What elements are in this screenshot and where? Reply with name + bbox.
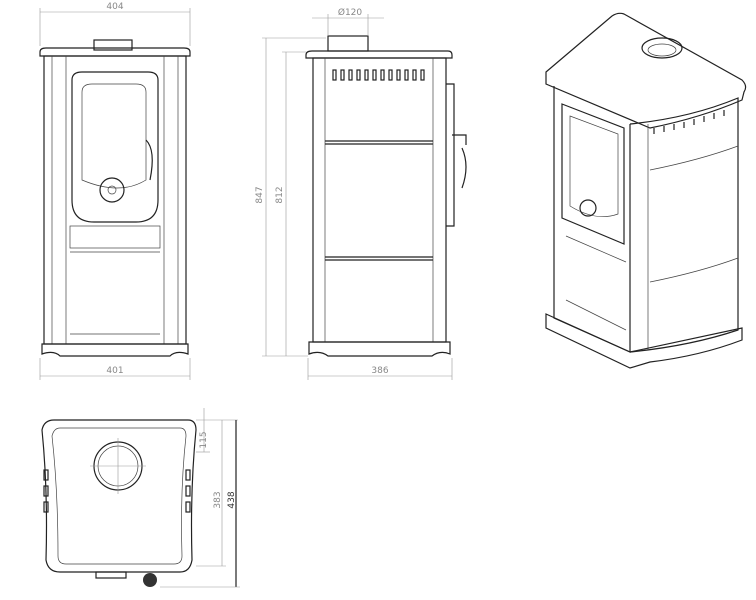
dim-top-depth-total: 438 bbox=[227, 491, 237, 508]
dim-body-height: 812 bbox=[275, 186, 285, 203]
dim-total-height: 847 bbox=[255, 186, 265, 203]
handle-knob bbox=[143, 573, 157, 587]
vent-slots bbox=[332, 69, 425, 81]
front-view: 404 401 bbox=[39, 2, 191, 380]
dim-front-width-top: 404 bbox=[106, 2, 123, 12]
top-view: 115 383 438 bbox=[41, 408, 240, 588]
isometric-view bbox=[545, 12, 747, 369]
dim-front-width-base: 401 bbox=[106, 366, 123, 376]
side-view: 847 812 Ø120 386 bbox=[255, 7, 467, 380]
dim-top-depth-body: 383 bbox=[213, 491, 223, 508]
iso-vent-slots bbox=[653, 110, 725, 134]
dim-side-depth: 386 bbox=[371, 366, 388, 376]
dim-top-flue-offset: 115 bbox=[199, 431, 209, 448]
dim-flue-diameter: Ø120 bbox=[338, 7, 363, 18]
